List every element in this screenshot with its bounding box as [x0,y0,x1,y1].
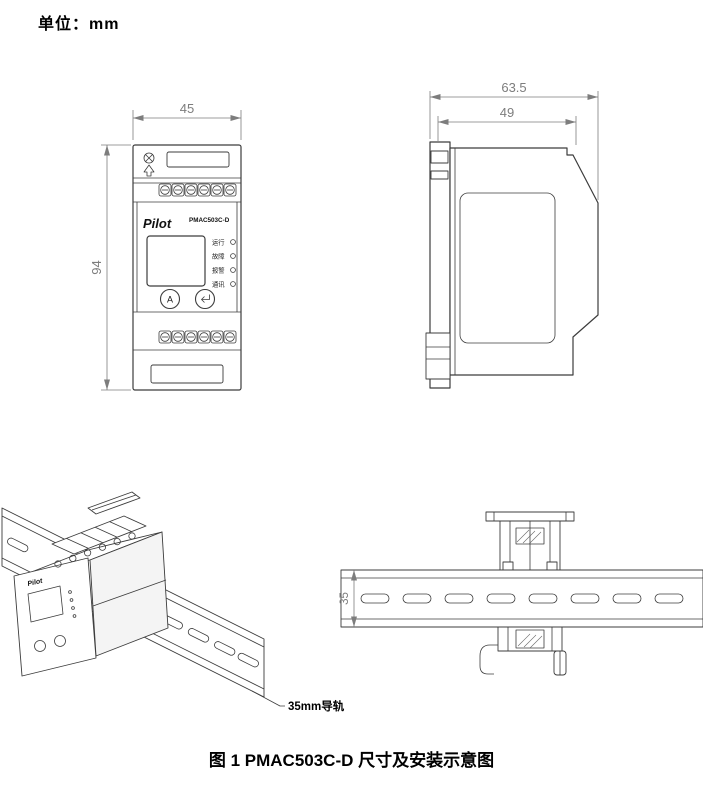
button-a-label: A [167,295,173,305]
iso-terminals [54,532,136,568]
bottom-slide-clip [425,332,451,380]
installation-iso-drawing: Pilot 35mm导轨 [1,491,345,713]
indicator-alarm-led [230,267,236,273]
terminal-cover [87,491,141,515]
rail-height-value: 35 [339,592,351,605]
device-side-face [89,531,169,657]
side-view-drawing: 63.5 49 [425,80,599,389]
top-terminal-row [158,183,237,197]
side-body-depth-value: 49 [500,105,514,120]
front-view-device: Pilot PMAC503C-D 运行 故障 报警 通讯 A [132,144,242,391]
indicator-fault: 故障 [212,252,225,261]
indicator-run: 运行 [212,238,225,247]
front-width-dimension: 45 [132,101,242,140]
front-height-value: 94 [89,260,104,274]
indicator-comm-led [230,281,236,287]
iso-brand-logo: Pilot [27,578,44,588]
device-bottom-clip [479,626,567,676]
status-indicators: 运行 故障 报警 通讯 [212,238,236,289]
model-label: PMAC503C-D [189,217,230,224]
rail-leader: 35mm导轨 [251,690,345,713]
indicator-comm: 通讯 [212,280,225,289]
lcd-display [146,235,206,287]
din-rail-front [340,569,703,628]
iso-button-enter [54,635,66,647]
button-a: A [159,288,181,310]
brand-logo: Pilot [143,216,172,231]
device-iso: Pilot [13,491,169,677]
figure-caption: 图 1 PMAC503C-D 尺寸及安装示意图 [208,751,495,770]
bottom-terminal-row [158,330,237,344]
front-height-dimension: 94 [89,144,131,391]
indicator-run-led [230,239,236,245]
button-enter [194,288,216,310]
indicator-alarm: 报警 [212,266,225,275]
side-total-depth-value: 63.5 [501,80,526,95]
front-view-drawing: 45 94 [89,101,242,391]
front-width-value: 45 [180,101,194,116]
iso-display [27,585,64,623]
unit-label: 单位：mm [38,16,120,33]
rail-height-dimension: 35 [339,570,357,627]
device-side-body [449,147,599,376]
device-front-face [13,557,97,677]
installation-front-drawing: 35 [339,511,703,676]
side-recess [459,192,556,344]
clip-hook [479,644,498,675]
label-window [166,151,230,168]
up-arrow-icon [143,164,155,177]
ground-screw-icon [143,152,155,164]
side-total-depth-dimension: 63.5 [429,80,599,200]
iso-button-a [34,640,46,652]
indicator-fault-led [230,253,236,259]
top-clip-detail-2 [430,170,449,180]
rail-label: 35mm导轨 [288,699,345,713]
device-body [132,144,242,391]
bottom-slot [150,364,224,384]
device-top-clip [485,511,575,571]
top-clip-detail [430,150,449,164]
side-body-depth-dimension: 49 [437,105,577,145]
enter-icon [201,294,210,300]
rail-slots-front [360,593,684,604]
side-view-device [425,141,599,389]
